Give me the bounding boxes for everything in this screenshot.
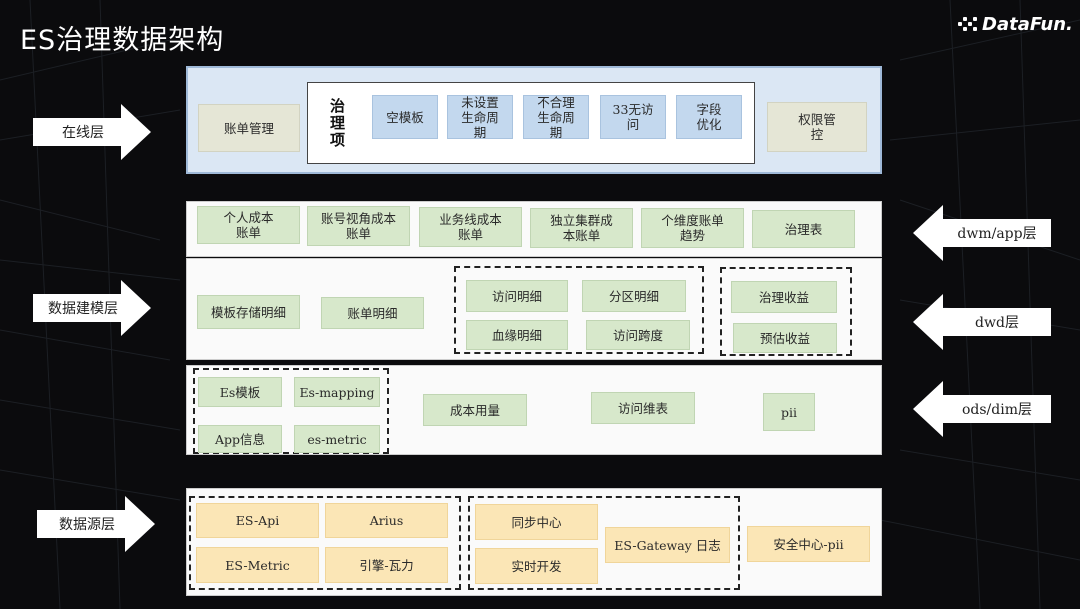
arrow-online-label: 在线层 — [62, 125, 104, 141]
ods-es-template: Es模板 — [198, 377, 282, 407]
dwd-access-detail: 访问明细 — [466, 280, 568, 312]
governance-item-bad-lifecycle: 不合理生命周期 — [523, 95, 589, 140]
arrow-ods-layer: ods/dim层 — [913, 381, 1051, 437]
arrow-modeling-layer: 数据建模层 — [33, 280, 151, 336]
governance-label-text: 治理项 — [328, 97, 346, 149]
dwd-partition-detail: 分区明细 — [582, 280, 686, 312]
arrow-modeling-label: 数据建模层 — [48, 301, 118, 317]
source-arius: Arius — [325, 503, 448, 538]
dwd-bill-detail: 账单明细 — [321, 297, 424, 329]
arrow-ods-label: ods/dim层 — [961, 402, 1032, 418]
source-realtime-dev: 实时开发 — [475, 548, 598, 584]
governance-item-empty-template: 空模板 — [372, 95, 438, 139]
arrow-source-layer: 数据源层 — [37, 496, 155, 552]
datafun-logo: DataFun. — [958, 10, 1076, 38]
ods-pii: pii — [763, 393, 815, 431]
page-title: ES治理数据架构 — [20, 25, 225, 56]
dwm-account-cost: 账号视角成本账单 — [307, 206, 410, 246]
logo-text: DataFun. — [982, 13, 1073, 35]
source-security-pii: 安全中心-pii — [747, 526, 870, 562]
arrow-right-icon — [33, 104, 151, 160]
dwm-dimension-trend: 个维度账单趋势 — [641, 208, 744, 248]
arrow-dwd-layer: dwd层 — [913, 294, 1051, 350]
dwd-governance-benefit: 治理收益 — [731, 281, 837, 313]
arrow-source-label: 数据源层 — [59, 517, 115, 533]
account-mgmt-box: 账单管理 — [198, 104, 300, 152]
dwd-access-span: 访问跨度 — [586, 320, 690, 350]
ods-cost-usage: 成本用量 — [423, 394, 527, 426]
dwm-business-cost: 业务线成本账单 — [419, 207, 522, 247]
source-group-1 — [189, 496, 461, 590]
dwd-benefit-group — [720, 267, 852, 356]
arrow-dwd-label: dwd层 — [975, 315, 1019, 331]
source-sync-center: 同步中心 — [475, 504, 598, 540]
arrow-left-icon — [913, 381, 1051, 437]
permission-box: 权限管控 — [767, 102, 867, 152]
source-es-metric: ES-Metric — [196, 547, 319, 583]
dwm-cluster-cost: 独立集群成本账单 — [530, 208, 633, 248]
governance-item-no-lifecycle: 未设置生命周期 — [447, 95, 513, 140]
ods-es-mapping: Es-mapping — [294, 377, 380, 407]
arrow-left-icon — [913, 205, 1051, 261]
source-gateway-log: ES-Gateway 日志 — [605, 527, 730, 563]
arrow-dwm-label: dwm/app层 — [957, 226, 1037, 242]
ods-es-metric: es-metric — [294, 425, 380, 453]
arrow-left-icon — [913, 294, 1051, 350]
arrow-right-icon — [33, 280, 151, 336]
arrow-online-layer: 在线层 — [33, 104, 151, 160]
governance-label: 治理项 — [320, 90, 354, 156]
dwm-personal-cost: 个人成本账单 — [197, 206, 300, 244]
dwd-access-group — [454, 266, 704, 354]
dwm-governance-table: 治理表 — [752, 210, 855, 248]
arrow-dwm-layer: dwm/app层 — [913, 205, 1051, 261]
dwd-lineage-detail: 血缘明细 — [466, 320, 568, 350]
ods-access-dim: 访问维表 — [591, 392, 695, 424]
source-engine-wali: 引擎-瓦力 — [325, 547, 448, 583]
dwd-estimated-benefit: 预估收益 — [733, 323, 837, 353]
ods-meta-group — [193, 368, 389, 454]
source-group-2 — [468, 496, 740, 590]
dwd-template-storage: 模板存储明细 — [197, 295, 300, 329]
logo-dots-icon — [958, 14, 978, 34]
arrow-right-icon — [37, 496, 155, 552]
governance-item-no-access: 33无访问 — [600, 95, 666, 139]
governance-item-field-optimize: 字段优化 — [676, 95, 742, 139]
ods-app-info: App信息 — [198, 425, 282, 453]
source-es-api: ES-Api — [196, 503, 319, 538]
